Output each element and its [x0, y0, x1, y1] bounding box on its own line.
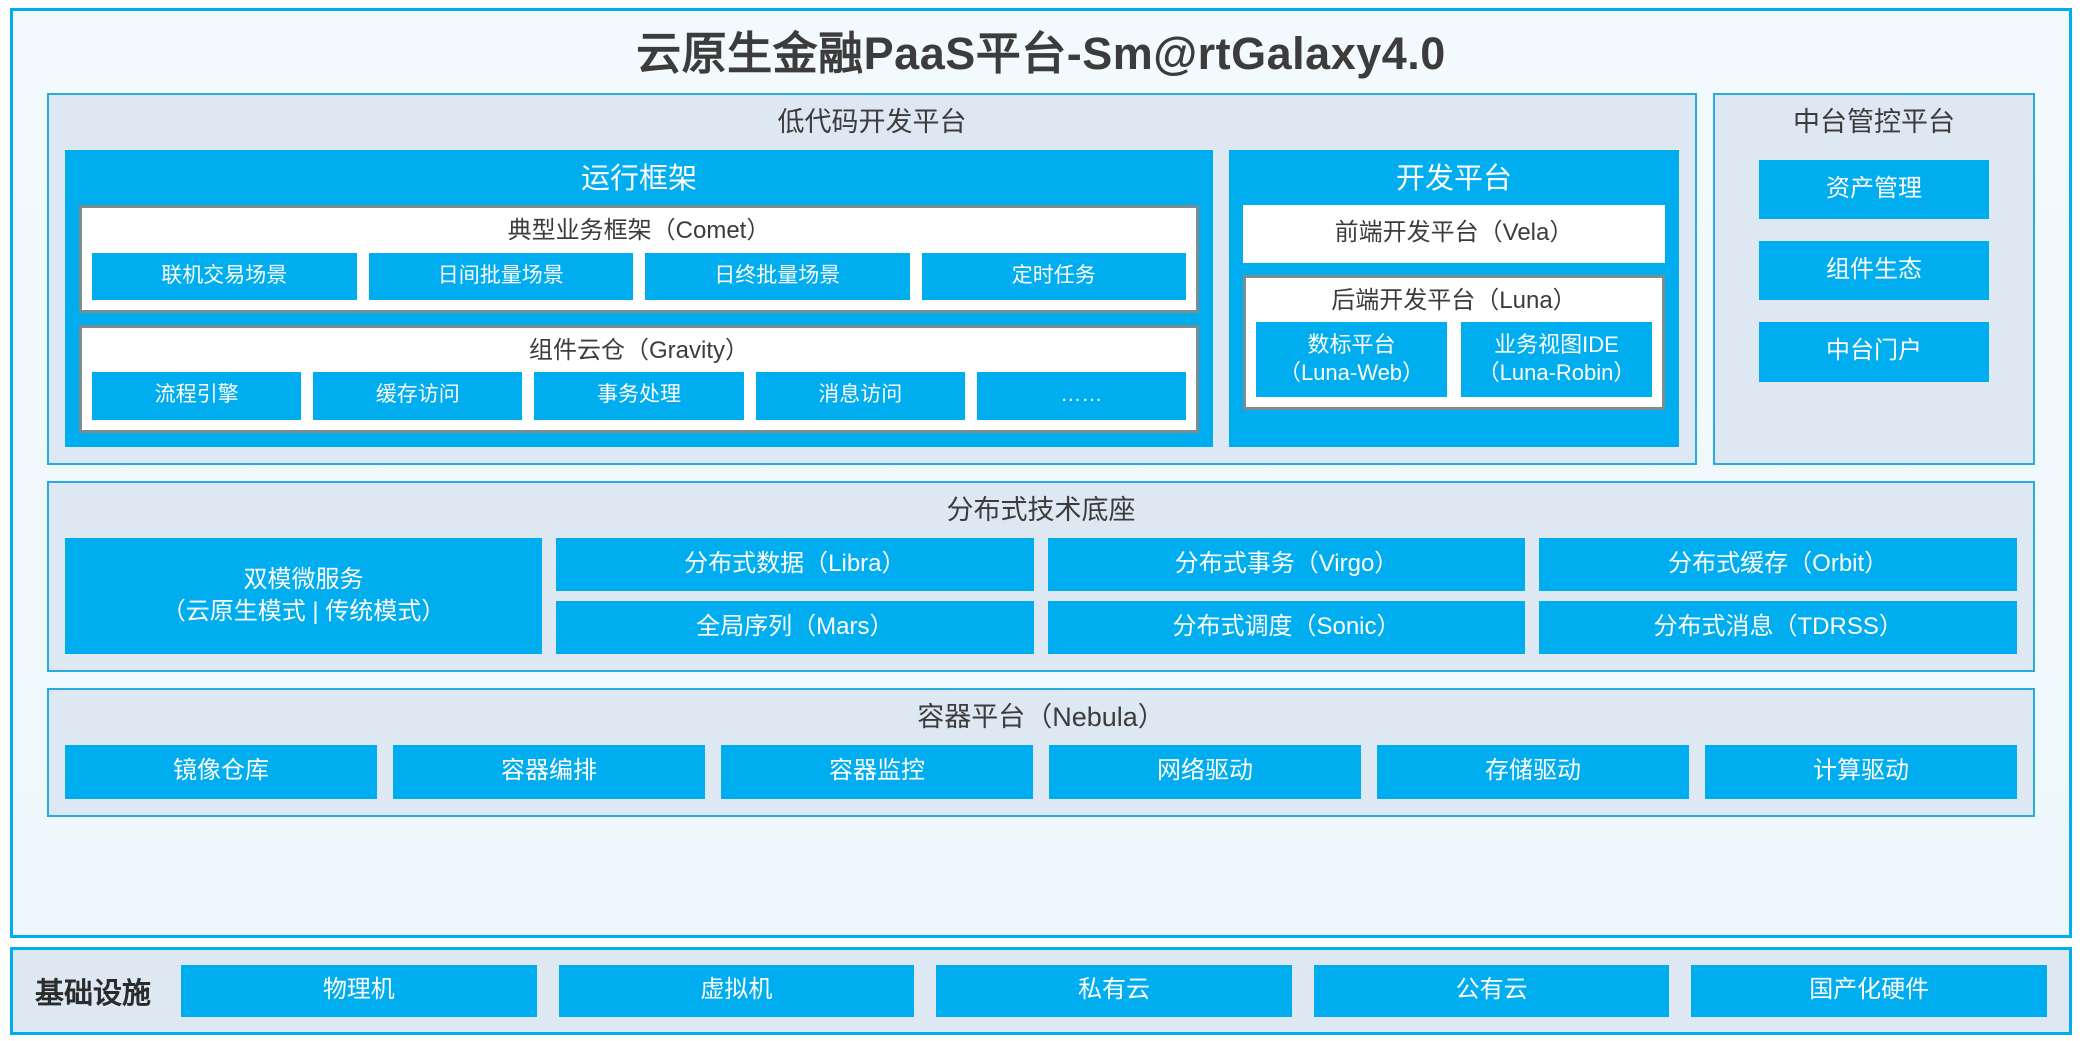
dual-mode-microservice[interactable]: 双模微服务 （云原生模式 | 传统模式）: [65, 537, 542, 655]
global-sequence-mars[interactable]: 全局序列（Mars）: [556, 600, 1034, 655]
container-grid: 镜像仓库 容器编排 容器监控 网络驱动 存储驱动 计算驱动: [65, 745, 2017, 799]
runtime-framework-box: 运行框架 典型业务框架（Comet） 联机交易场景 日间批量场景 日终批量场景 …: [65, 149, 1213, 447]
container-platform-title: 容器平台（Nebula）: [917, 702, 1165, 733]
gravity-item-process-engine[interactable]: 流程引擎: [92, 372, 302, 420]
midplatform-item-asset-management[interactable]: 资产管理: [1759, 159, 1989, 219]
top-row: 低代码开发平台 运行框架 典型业务框架（Comet） 联机交易场景 日间批量场景…: [47, 92, 2035, 465]
comet-item-eod-batch[interactable]: 日终批量场景: [645, 252, 910, 300]
gravity-chip-row: 流程引擎 缓存访问 事务处理 消息访问 ……: [92, 372, 1187, 420]
frontend-platform-vela[interactable]: 前端开发平台（Vela）: [1243, 205, 1665, 263]
distributed-scheduling-sonic[interactable]: 分布式调度（Sonic）: [1047, 600, 1526, 655]
comet-item-intraday-batch[interactable]: 日间批量场景: [368, 252, 633, 300]
container-item-network-driver[interactable]: 网络驱动: [1049, 745, 1361, 799]
distributed-column-3: 分布式缓存（Orbit） 分布式消息（TDRSS）: [1539, 537, 2018, 655]
lowcode-platform-title: 低代码开发平台: [777, 106, 967, 137]
luna-chip-row: 数标平台 （Luna-Web） 业务视图IDE （Luna-Robin）: [1256, 322, 1652, 398]
infrastructure-item-public-cloud[interactable]: 公有云: [1313, 965, 1670, 1017]
distributed-cache-orbit[interactable]: 分布式缓存（Orbit）: [1539, 537, 2018, 591]
gravity-item-transaction-handling[interactable]: 事务处理: [534, 372, 744, 420]
luna-item-shubiao-platform[interactable]: 数标平台 （Luna-Web）: [1256, 322, 1447, 398]
infrastructure-item-physical-machine[interactable]: 物理机: [181, 965, 537, 1017]
distributed-base-panel: 分布式技术底座 双模微服务 （云原生模式 | 传统模式） 分布式数据（Libra…: [47, 480, 2035, 673]
distributed-message-tdrss[interactable]: 分布式消息（TDRSS）: [1539, 600, 2018, 655]
distributed-grid: 双模微服务 （云原生模式 | 传统模式） 分布式数据（Libra） 全局序列（M…: [65, 537, 2018, 655]
luna-web-name: 数标平台: [1307, 332, 1396, 358]
backend-platform-luna-group: 后端开发平台（Luna） 数标平台 （Luna-Web） 业务视图IDE （Lu…: [1243, 274, 1665, 411]
container-item-orchestration[interactable]: 容器编排: [393, 745, 705, 799]
distributed-column-2: 分布式事务（Virgo） 分布式调度（Sonic）: [1047, 537, 1526, 655]
lowcode-platform-body: 运行框架 典型业务框架（Comet） 联机交易场景 日间批量场景 日终批量场景 …: [65, 149, 1679, 447]
midplatform-item-component-ecosystem[interactable]: 组件生态: [1759, 240, 1989, 301]
midplatform-item-portal[interactable]: 中台门户: [1759, 322, 1989, 382]
dual-mode-column: 双模微服务 （云原生模式 | 传统模式）: [65, 537, 542, 655]
luna-robin-code: （Luna-Robin）: [1477, 359, 1636, 385]
gravity-item-ellipsis: ……: [976, 372, 1187, 420]
midplatform-control-panel: 中台管控平台 资产管理 组件生态 中台门户: [1713, 92, 2035, 465]
container-platform-panel: 容器平台（Nebula） 镜像仓库 容器编排 容器监控 网络驱动 存储驱动 计算…: [47, 688, 2035, 817]
luna-robin-name: 业务视图IDE: [1494, 332, 1619, 358]
container-item-image-registry[interactable]: 镜像仓库: [65, 745, 377, 799]
gravity-item-cache-access[interactable]: 缓存访问: [313, 372, 523, 420]
gravity-group: 组件云仓（Gravity） 流程引擎 缓存访问 事务处理 消息访问 ……: [79, 324, 1199, 433]
distributed-data-libra[interactable]: 分布式数据（Libra）: [556, 537, 1034, 591]
development-platform-title: 开发平台: [1395, 162, 1512, 195]
luna-item-business-view-ide[interactable]: 业务视图IDE （Luna-Robin）: [1461, 322, 1652, 398]
distributed-base-title: 分布式技术底座: [946, 494, 1136, 525]
development-platform-box: 开发平台 前端开发平台（Vela） 后端开发平台（Luna） 数标平台 （Lun…: [1229, 149, 1679, 447]
backend-platform-luna-title: 后端开发平台（Luna）: [1331, 286, 1577, 314]
page-title: 云原生金融PaaS平台-Sm@rtGalaxy4.0: [636, 28, 1446, 79]
comet-group: 典型业务框架（Comet） 联机交易场景 日间批量场景 日终批量场景 定时任务: [79, 205, 1199, 313]
runtime-framework-title: 运行框架: [580, 162, 697, 195]
gravity-group-title: 组件云仓（Gravity）: [528, 336, 749, 364]
container-item-monitoring[interactable]: 容器监控: [721, 745, 1033, 799]
comet-item-online-transaction[interactable]: 联机交易场景: [92, 252, 357, 300]
gravity-item-message-access[interactable]: 消息访问: [755, 372, 965, 420]
dual-mode-line2: （云原生模式 | 传统模式）: [161, 597, 446, 625]
comet-group-title: 典型业务框架（Comet）: [507, 217, 771, 245]
container-item-compute-driver[interactable]: 计算驱动: [1705, 745, 2017, 799]
lowcode-platform-panel: 低代码开发平台 运行框架 典型业务框架（Comet） 联机交易场景 日间批量场景…: [47, 92, 1697, 465]
distributed-transaction-virgo[interactable]: 分布式事务（Virgo）: [1047, 537, 1526, 591]
distributed-column-1: 分布式数据（Libra） 全局序列（Mars）: [556, 537, 1034, 655]
container-item-storage-driver[interactable]: 存储驱动: [1377, 745, 1689, 799]
infrastructure-item-private-cloud[interactable]: 私有云: [936, 965, 1292, 1017]
dual-mode-line1: 双模微服务: [243, 565, 364, 593]
comet-item-scheduled-task[interactable]: 定时任务: [921, 252, 1186, 300]
infrastructure-item-domestic-hardware[interactable]: 国产化硬件: [1691, 965, 2047, 1017]
infrastructure-item-virtual-machine[interactable]: 虚拟机: [558, 965, 915, 1017]
infrastructure-label: 基础设施: [35, 978, 152, 1010]
main-platform-frame: 云原生金融PaaS平台-Sm@rtGalaxy4.0 低代码开发平台 运行框架 …: [10, 8, 2072, 938]
luna-web-code: （Luna-Web）: [1278, 359, 1425, 385]
midplatform-title: 中台管控平台: [1793, 106, 1955, 137]
midplatform-item-list: 资产管理 组件生态 中台门户: [1731, 150, 2017, 447]
comet-chip-row: 联机交易场景 日间批量场景 日终批量场景 定时任务: [92, 252, 1186, 300]
infrastructure-panel: 基础设施 物理机 虚拟机 私有云 公有云 国产化硬件: [10, 947, 2072, 1035]
